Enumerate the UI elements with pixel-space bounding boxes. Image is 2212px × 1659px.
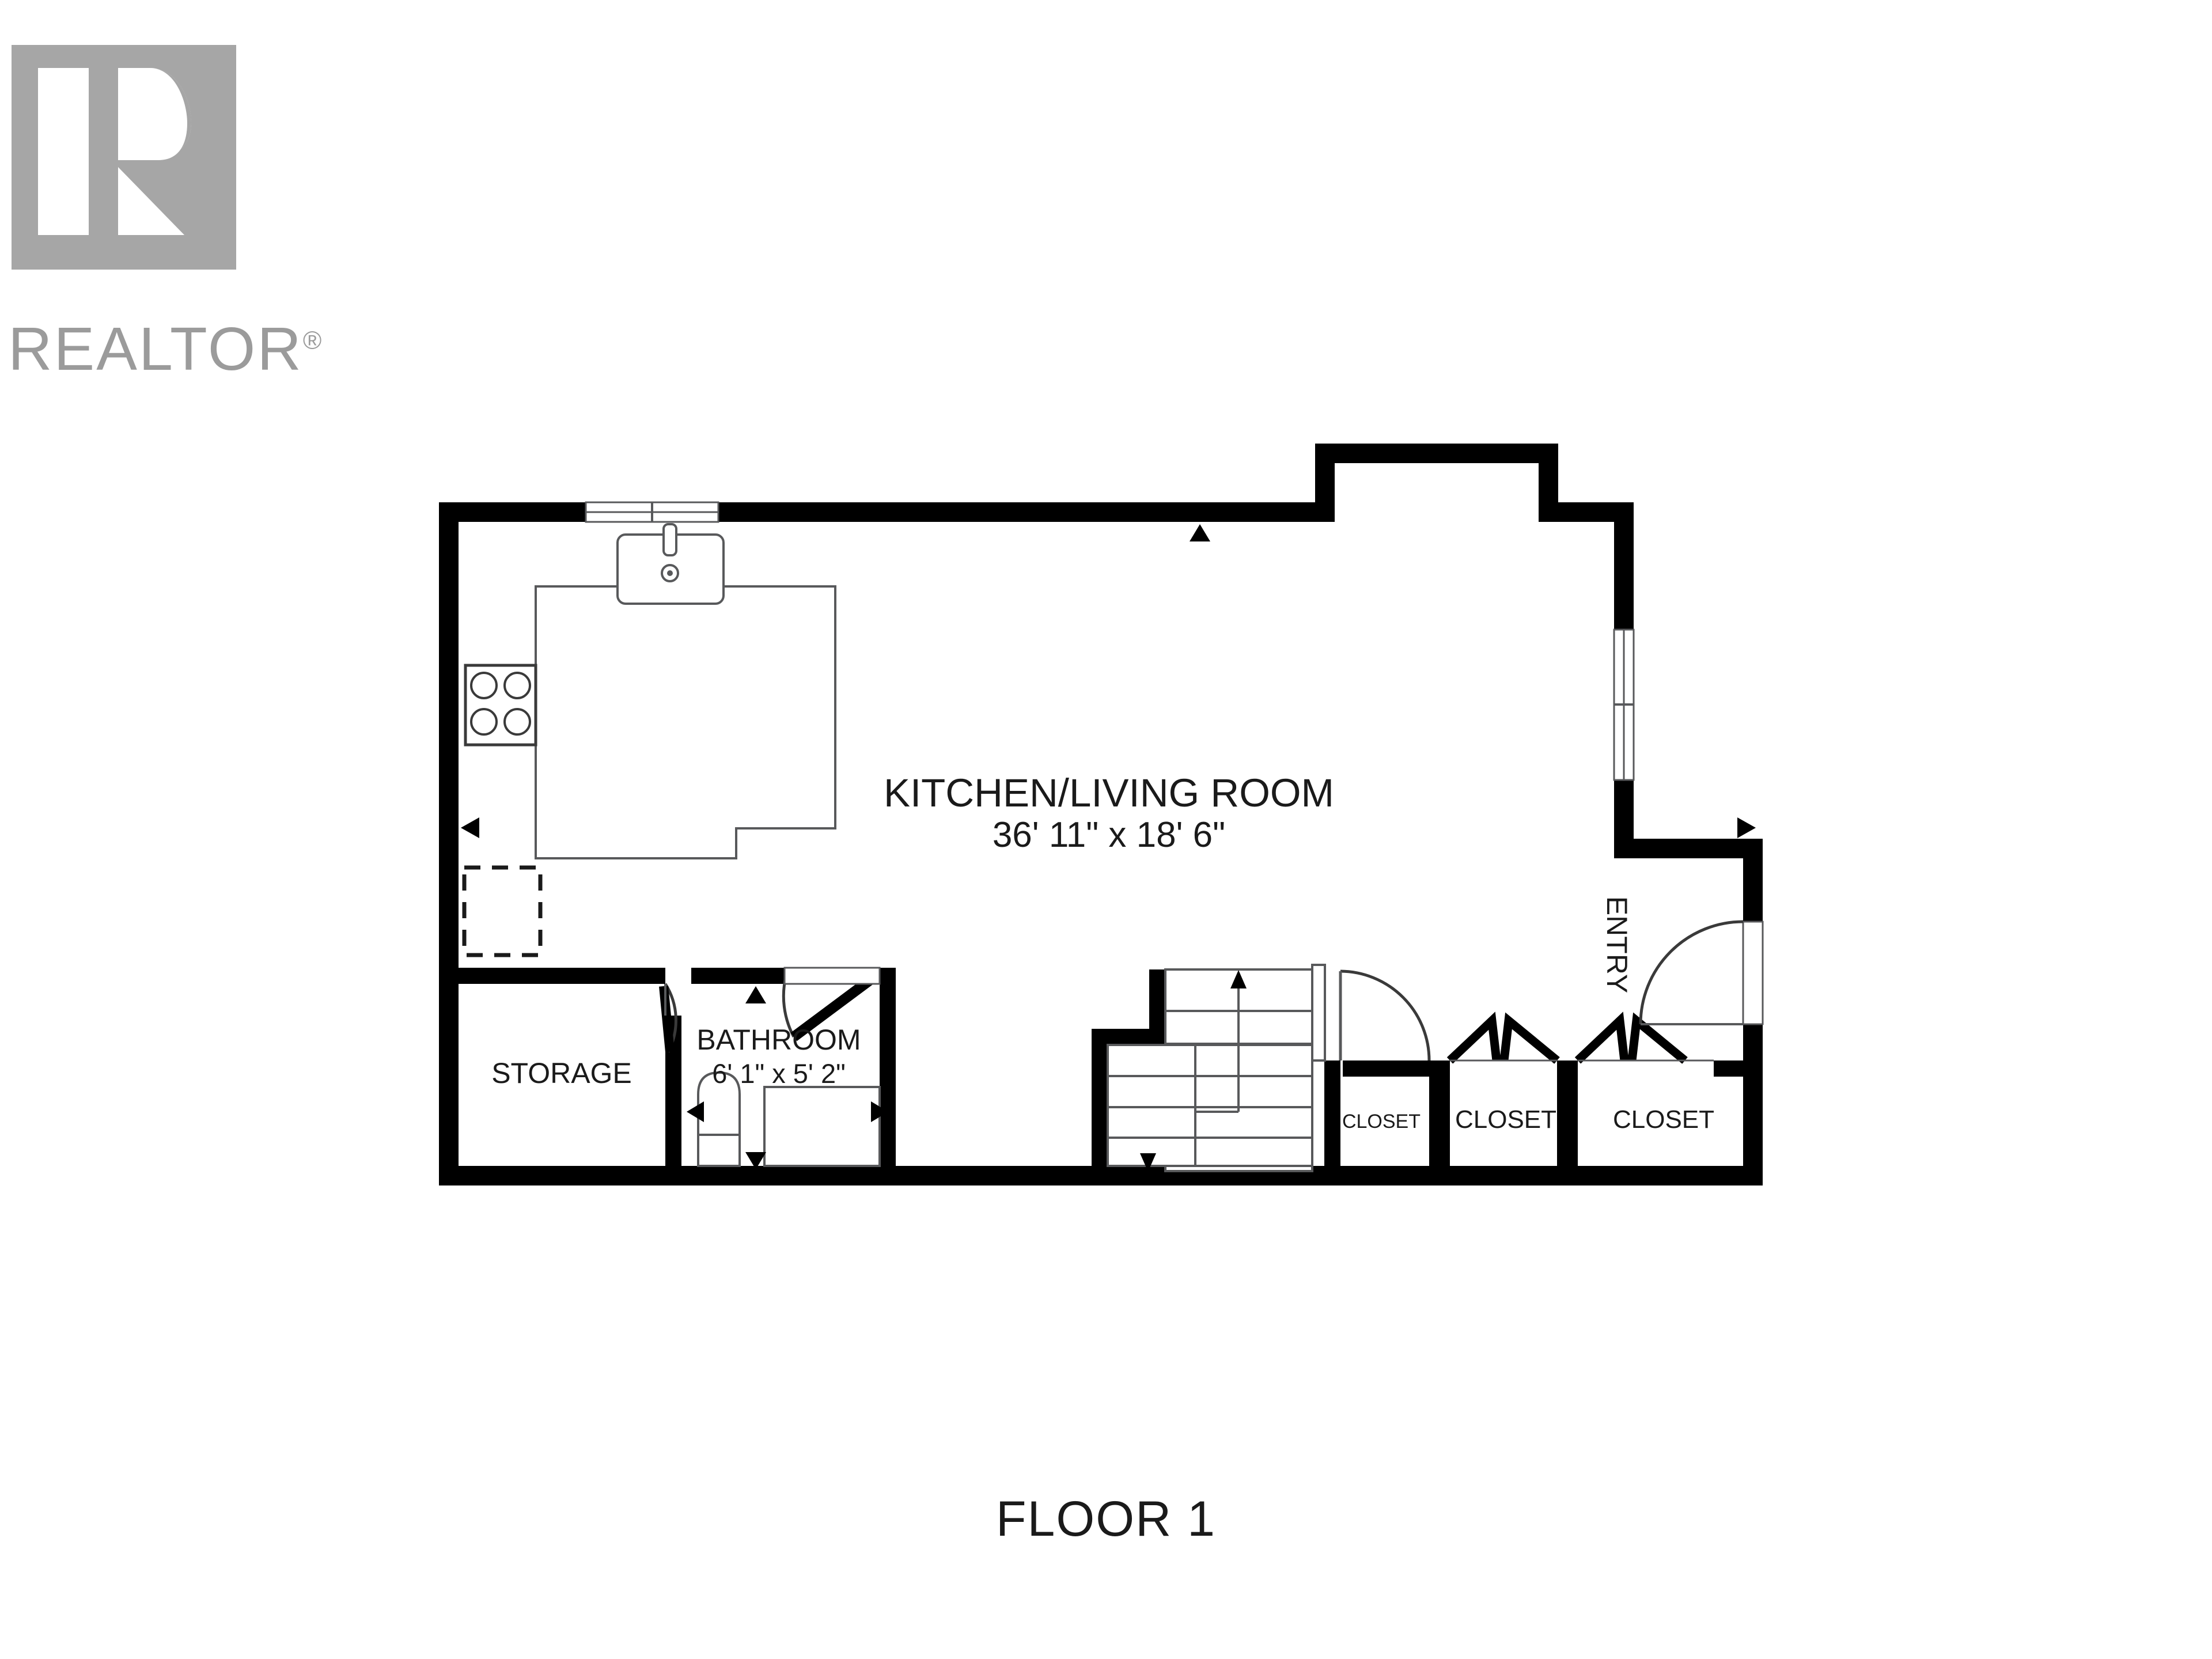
room-label-entry: ENTRY	[1601, 896, 1633, 994]
room-label-closet-3: CLOSET	[1613, 1105, 1714, 1134]
bathroom-fixtures	[697, 1071, 881, 1167]
marker-bath-right	[871, 1101, 888, 1122]
doors	[659, 920, 1744, 1064]
dimension-markers	[461, 524, 1756, 1169]
interior-walls	[439, 968, 1743, 1166]
room-labels: KITCHEN/LIVING ROOM 36' 11" x 18' 6" BAT…	[491, 771, 1714, 1134]
marker-left	[461, 817, 479, 838]
room-label-storage: STORAGE	[491, 1057, 632, 1089]
room-label-kitchen-living-room: KITCHEN/LIVING ROOM	[884, 771, 1334, 815]
room-label-closet-2: CLOSET	[1455, 1105, 1556, 1134]
realtor-wordmark: REALTOR®	[8, 315, 324, 383]
stair-up-arrow-icon	[1230, 970, 1247, 988]
bathroom-door	[782, 967, 881, 1041]
room-dims-kitchen-living-room: 36' 11" x 18' 6"	[993, 815, 1225, 855]
closet-2-door	[1446, 1012, 1560, 1064]
floor-caption: FLOOR 1	[996, 1491, 1216, 1547]
marker-bath-left	[687, 1101, 704, 1122]
realtor-logo-mark	[12, 45, 236, 270]
closet-1-door	[1339, 969, 1431, 1061]
marker-bath-bottom	[745, 1152, 766, 1169]
staircase	[1107, 964, 1326, 1172]
room-label-bathroom: BATHROOM	[696, 1024, 861, 1056]
kitchen-window	[585, 501, 719, 523]
windows	[585, 501, 1764, 1025]
entry-door	[1639, 920, 1744, 1025]
toilet	[697, 1071, 741, 1167]
closet-3-door	[1574, 1012, 1714, 1064]
entry-door-opening	[1742, 921, 1764, 1025]
kitchen-fixtures	[462, 523, 836, 957]
stair-down-arrow-icon	[1140, 1153, 1156, 1172]
realtor-logo: REALTOR®	[8, 45, 321, 383]
room-dims-bathroom: 6' 1" x 5' 2"	[712, 1058, 846, 1089]
storage-door	[659, 983, 677, 1053]
living-room-window	[1613, 628, 1635, 781]
realtor-r-icon	[12, 45, 236, 270]
refrigerator	[462, 865, 543, 957]
marker-right	[1737, 817, 1756, 838]
marker-top	[1190, 524, 1210, 541]
bathtub	[763, 1086, 881, 1167]
kitchen-sink	[616, 523, 725, 605]
marker-bath-top	[745, 986, 766, 1003]
cooktop	[464, 664, 537, 747]
room-label-closet-1: CLOSET	[1342, 1111, 1421, 1132]
